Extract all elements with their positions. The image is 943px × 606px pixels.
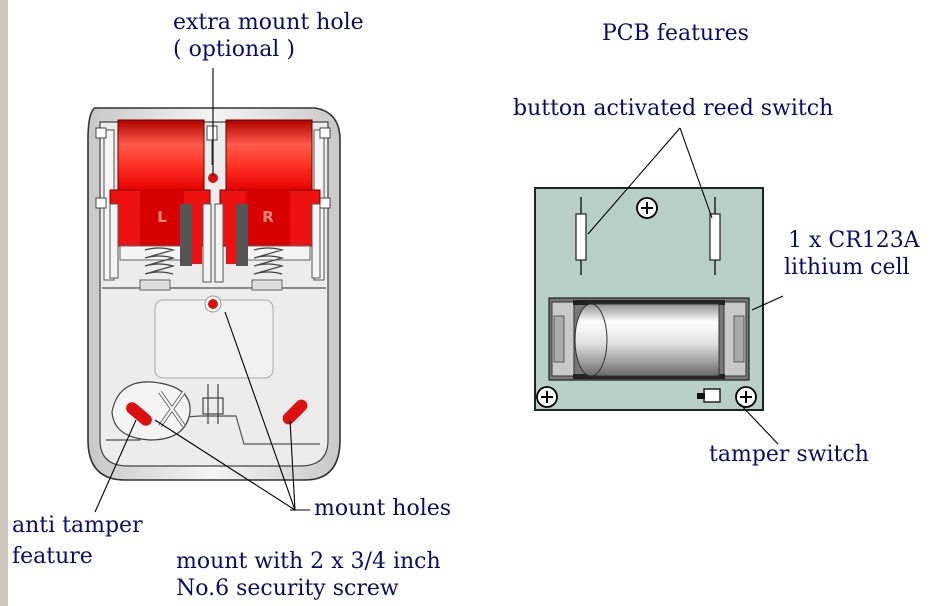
right-spring xyxy=(253,247,285,275)
pcb-screw-bottom-right xyxy=(735,386,757,408)
tamper-switch-label: tamper switch xyxy=(709,442,869,467)
pcb-screw-top xyxy=(636,197,658,219)
battery-label-line1: 1 x CR123A xyxy=(788,228,920,253)
mount-hole-right xyxy=(282,399,308,425)
left-spring xyxy=(144,247,176,275)
tamper-switch xyxy=(697,388,721,403)
pcb-screw-bottom-left xyxy=(536,386,558,408)
anti-tamper-label-line2: feature xyxy=(12,544,93,569)
leader-lines-left xyxy=(94,68,310,513)
anti-tamper-feature xyxy=(111,381,191,441)
reed-switch-left xyxy=(575,197,587,275)
extra-mount-hole-label: extra mount hole xyxy=(173,10,364,35)
right-button: R xyxy=(219,119,321,266)
anti-tamper-label-line1: anti tamper xyxy=(12,513,143,538)
tamper-clip xyxy=(202,384,224,424)
leader-lines-right xyxy=(587,127,784,445)
mount-hole-left xyxy=(126,402,152,426)
pcb-features-title: PCB features xyxy=(602,21,749,46)
reed-switch-label: button activated reed switch xyxy=(513,96,834,121)
battery-label-line2: lithium cell xyxy=(784,255,910,280)
reed-switch-right xyxy=(709,197,721,275)
left-border-stripe xyxy=(0,0,8,606)
left-button: L xyxy=(109,119,211,266)
right-button-letter: R xyxy=(262,208,274,226)
left-button-letter: L xyxy=(157,208,167,226)
lithium-cell xyxy=(574,303,720,377)
mount-holes-label: mount holes xyxy=(314,496,452,521)
extra-mount-hole xyxy=(208,299,218,309)
extra-mount-hole-top xyxy=(208,173,218,183)
screw-label-line2: No.6 security screw xyxy=(176,576,399,601)
screw-label-line1: mount with 2 x 3/4 inch xyxy=(176,549,441,574)
optional-label: ( optional ) xyxy=(173,37,295,62)
